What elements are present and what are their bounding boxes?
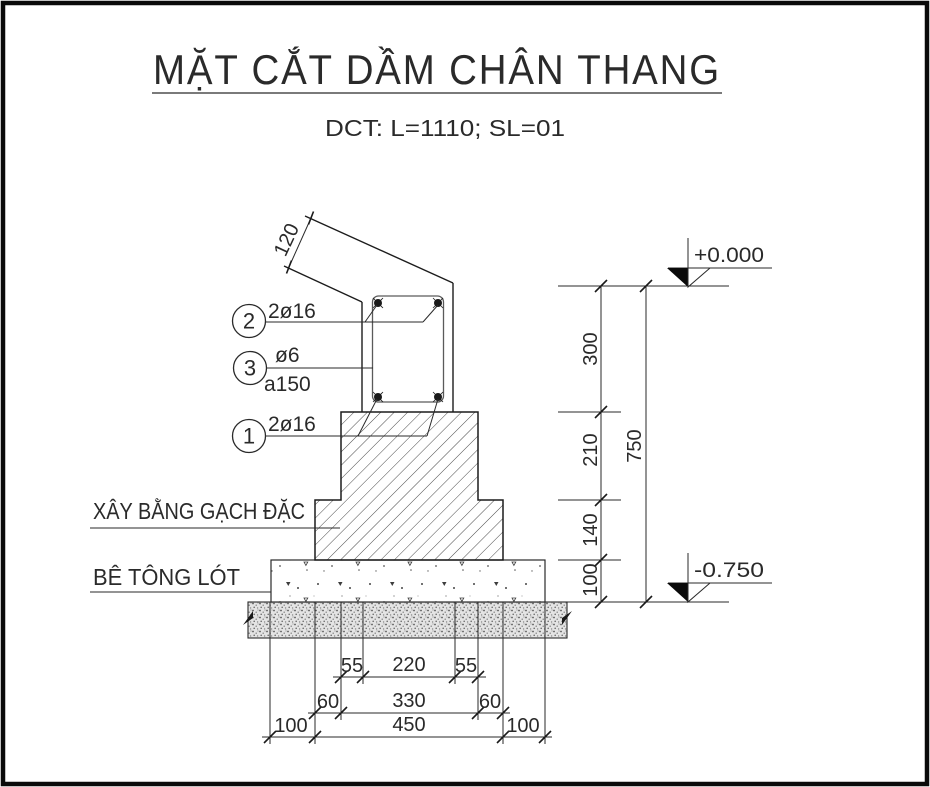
stirrup — [371, 295, 445, 403]
dim-text: 55 — [341, 655, 363, 677]
dim-text: 140 — [580, 513, 602, 546]
callout-number: 3 — [244, 356, 256, 381]
elevation-marker-bottom: -0.750 — [667, 553, 772, 604]
drawing-subtitle: DCT: L=1110; SL=01 — [325, 115, 565, 141]
rebar-dot — [372, 391, 384, 403]
brick-masonry-steps — [314, 411, 504, 561]
dim-text: 450 — [392, 714, 425, 736]
rebar-dot — [372, 297, 384, 309]
right-dimension-chain: 300 210 140 100 750 — [558, 279, 729, 609]
dim-text: 120 — [270, 220, 304, 260]
callout-label-diameter: ø6 — [275, 344, 300, 367]
dim-text: 60 — [479, 691, 501, 713]
callout-stirrups: 3 ø6 a150 — [232, 344, 373, 396]
dim-ticks — [263, 670, 552, 744]
dim-slab-thickness: 120 — [270, 211, 315, 274]
rebar-dot — [432, 297, 444, 309]
callout-label: 2ø16 — [268, 300, 316, 323]
soil-break-mark-left — [243, 611, 253, 625]
callout-leader — [265, 304, 439, 323]
dim-text: 100 — [506, 715, 539, 737]
elevation-value-bottom: -0.750 — [694, 559, 764, 582]
label-brick: XÂY BẰNG GẠCH ĐẶC — [93, 497, 305, 524]
callout-number: 1 — [243, 424, 255, 449]
elevation-triangle-filled — [667, 268, 688, 287]
dim-ticks — [594, 279, 653, 609]
soil-break-mark-right — [562, 611, 572, 625]
soil-layer — [243, 601, 572, 639]
dim-text: 60 — [317, 691, 339, 713]
bottom-dimension-chains: 55 220 55 60 330 60 100 450 100 — [262, 602, 552, 744]
elevation-triangle-filled — [667, 583, 688, 602]
callout-leader — [265, 398, 439, 437]
dim-text: 210 — [580, 433, 602, 466]
callout-bottom-bars: 1 2ø16 — [231, 398, 439, 454]
beam-outline — [283, 215, 454, 412]
callout-bubble — [231, 303, 267, 339]
callout-number: 2 — [243, 309, 255, 334]
dim-text: 100 — [274, 715, 307, 737]
dim-text: 300 — [580, 332, 602, 365]
lean-concrete-footing — [270, 559, 546, 603]
elevation-triangle-open — [687, 267, 712, 289]
elevation-triangle-open — [687, 582, 712, 604]
dim-text: 55 — [455, 655, 477, 677]
rebar-dots — [372, 297, 444, 403]
extension-lines — [558, 285, 729, 603]
callout-label: 2ø16 — [268, 413, 316, 436]
label-lean-concrete: BÊ TÔNG LÓT — [93, 563, 240, 590]
dim-text: 330 — [392, 690, 425, 712]
elevation-value-top: +0.000 — [694, 244, 764, 267]
dim-text: 220 — [392, 654, 425, 676]
page-title: MẶT CẮT DẦM CHÂN THANG — [153, 45, 721, 93]
material-labels: XÂY BẰNG GẠCH ĐẶC BÊ TÔNG LÓT — [90, 497, 340, 593]
callout-top-bars: 2 2ø16 — [231, 300, 439, 339]
callout-label-spacing: a150 — [264, 373, 311, 396]
elevation-marker-top: +0.000 — [667, 238, 772, 289]
dim-text: 100 — [580, 563, 602, 596]
dim-text: 750 — [624, 429, 646, 462]
